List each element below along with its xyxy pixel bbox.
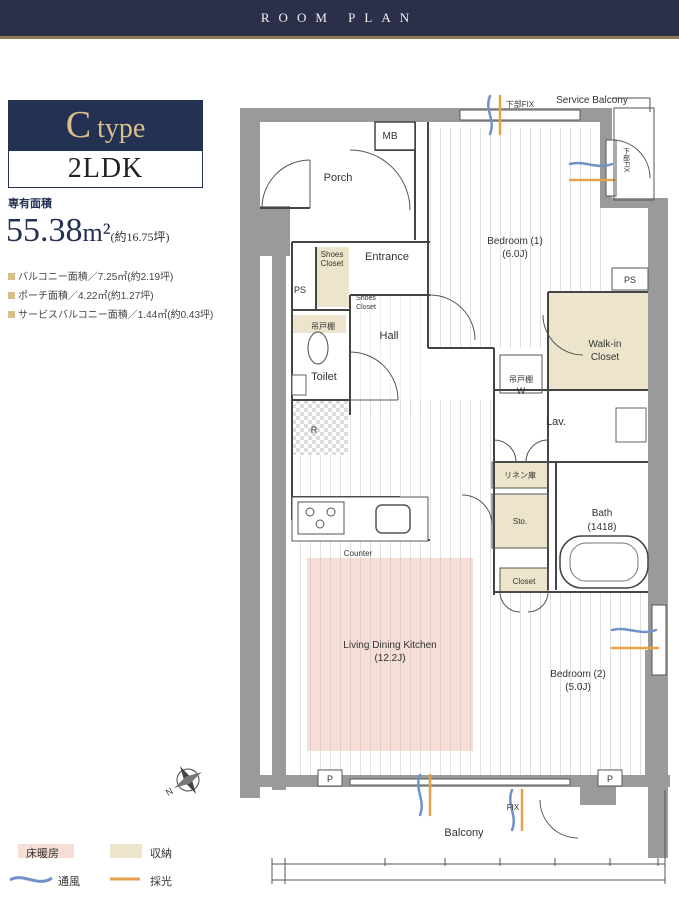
bedroom2-floor: [494, 592, 649, 782]
label-balcony: Balcony: [444, 827, 484, 839]
label-sto: Sto.: [513, 517, 527, 526]
label-shoes-closet2-bottom: Closet: [356, 304, 376, 311]
washbasin: [615, 407, 647, 443]
area-label: 専有面積: [8, 198, 52, 210]
bullet-icon: [8, 292, 15, 299]
label-shoes-closet2-top: Shoes: [356, 295, 376, 302]
unit-type-word: type: [97, 113, 146, 144]
label-shoes-closet-bottom: Closet: [321, 259, 344, 268]
label-walkin-bottom: Closet: [591, 352, 620, 363]
page-title: ROOM PLAN: [260, 10, 419, 25]
header-bar: [0, 0, 679, 36]
compass-north: N: [164, 786, 175, 798]
label-bath-name: Bath: [592, 508, 613, 519]
balcony-railing: [271, 790, 666, 884]
tsuridana-fill: [292, 315, 346, 333]
closet-box: [499, 567, 549, 593]
label-ldk-size: (12.2J): [374, 653, 405, 664]
closet-fill: [500, 568, 548, 592]
mb-box: [374, 121, 416, 151]
label-mb: MB: [383, 131, 398, 142]
p-box-left: [317, 769, 343, 787]
walkin-closet-fill: [548, 292, 653, 390]
ps-box-right: [611, 267, 649, 291]
toilet-sink: [291, 374, 307, 396]
legend-ventilation-icon: [9, 876, 53, 883]
legend-daylight: 採光: [150, 876, 172, 888]
kitchen-sink: [375, 504, 411, 534]
label-walkin-top: Walk-in: [589, 339, 622, 350]
header-divider: [0, 36, 679, 39]
area-value: 55.38: [6, 212, 83, 249]
label-p-left: P: [327, 774, 333, 784]
label-bedroom1-size: (6.0J): [502, 249, 528, 260]
label-porch: Porch: [324, 172, 353, 184]
bathtub-inner: [569, 542, 639, 582]
legend-storage-swatch: [110, 844, 142, 858]
linen-box: [491, 461, 549, 489]
label-bedroom2-name: Bedroom (2): [550, 669, 606, 680]
label-counter: Counter: [344, 549, 373, 558]
label-ldk-name: Living Dining Kitchen: [343, 640, 436, 651]
label-p-right: P: [607, 774, 613, 784]
label-tsuridana-right: 吊戸棚: [509, 374, 533, 384]
label-hall: Hall: [380, 330, 399, 342]
p-box-right: [597, 769, 623, 787]
legend-ventilation: 通風: [58, 876, 80, 888]
linen-fill: [492, 462, 548, 488]
area-value-row: 55.38m²(約16.75坪): [6, 212, 170, 250]
label-toilet: Toilet: [311, 371, 337, 383]
label-w: W: [517, 386, 526, 396]
label-entrance: Entrance: [365, 251, 409, 263]
label-linen: リネン庫: [504, 470, 536, 480]
label-bath-size: (1418): [588, 522, 617, 533]
label-fix-top: 下部FIX: [506, 99, 535, 109]
compass-icon: [174, 766, 202, 794]
unit-layout: 2LDK: [8, 150, 203, 188]
refrigerator-space: [292, 400, 348, 455]
legend-storage: 収納: [150, 848, 172, 860]
toilet-bowl: [307, 331, 329, 365]
legend-floor-heating: 床暖房: [26, 848, 59, 860]
balcony-area: バルコニー面積／7.25㎡(約2.19坪): [8, 268, 173, 283]
label-service-balcony: Service Balcony: [556, 95, 628, 106]
label-ps-left: PS: [294, 285, 306, 295]
airflow-arrows: [417, 94, 660, 832]
porch-area: ポーチ面積／4.22㎡(約1.27坪): [8, 287, 154, 302]
area-tsubo: (約16.75坪): [110, 230, 170, 244]
label-shoes-closet-top: Shoes: [321, 250, 344, 259]
bullet-icon: [8, 273, 15, 280]
legend-floor-heating-swatch: [18, 844, 74, 858]
service-balcony-area: サービスバルコニー面積／1.44㎡(約0.43坪): [8, 306, 213, 321]
hall-floor: [350, 295, 430, 415]
stove-icon: [297, 501, 345, 535]
bullet-icon: [8, 311, 15, 318]
label-r-mark: R: [311, 425, 318, 435]
area-unit: m²: [82, 218, 111, 247]
bathtub: [559, 535, 649, 589]
label-tsuridana-left: 吊戸棚: [311, 321, 335, 331]
shoes-closet-fill: [316, 247, 349, 307]
label-fix-side: 下部FIX: [623, 148, 631, 173]
storage-fill: [492, 494, 548, 548]
label-bedroom1-name: Bedroom (1): [487, 236, 543, 247]
label-lav: Lav.: [546, 416, 566, 428]
door-swings: [261, 139, 651, 839]
service-balcony-outline: [613, 107, 655, 201]
washing-machine-space: [499, 354, 543, 394]
label-closet: Closet: [513, 577, 536, 586]
label-fix-bottom: FIX: [507, 803, 520, 812]
label-ps-right: PS: [624, 275, 636, 285]
windows: [349, 109, 667, 786]
ldk-floor: [292, 400, 494, 782]
unit-type-letter: C: [65, 104, 92, 146]
label-bedroom2-size: (5.0J): [565, 682, 591, 693]
